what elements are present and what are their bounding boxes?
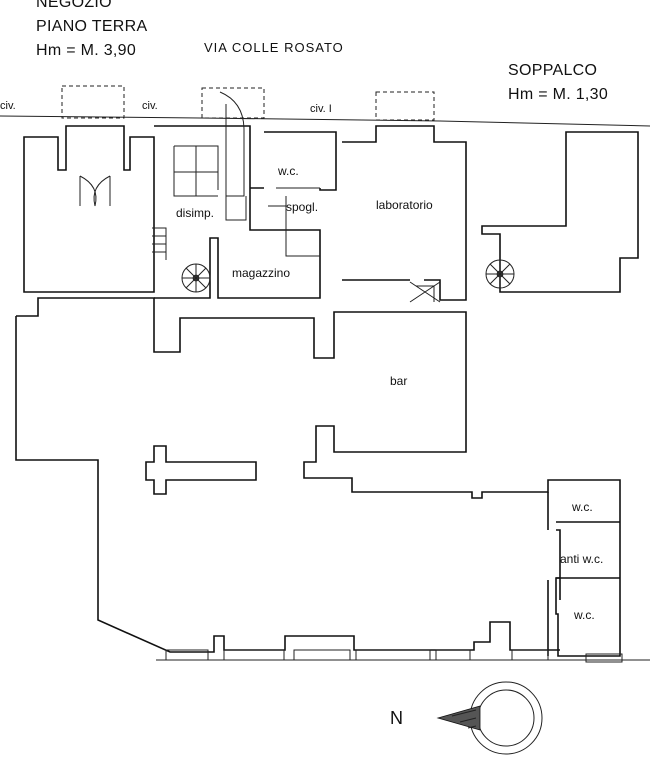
- entrance-projection: [201, 87, 265, 119]
- civ-label-1: civ.: [0, 100, 16, 112]
- partition-spogl: [268, 187, 320, 257]
- entrance-projection: [375, 91, 435, 121]
- room-label-magazzino: magazzino: [232, 266, 291, 280]
- room-label-wc: w.c.: [278, 164, 299, 178]
- compass-outer-ring: [469, 681, 543, 755]
- wall-soppalco: [481, 131, 639, 293]
- soppalco-title: SOPPALCO: [508, 62, 598, 79]
- wall-main-hall: [15, 297, 621, 657]
- corridor-door: [219, 91, 247, 221]
- room-label-disimp: disimp.: [176, 206, 215, 220]
- spiral-stair-soppalco-steps: [486, 260, 514, 288]
- street-line: [0, 115, 650, 127]
- compass-inner-ring: [477, 689, 535, 747]
- north-label: N: [390, 708, 403, 728]
- room-label-bar: bar: [390, 374, 408, 388]
- stair-flight: [173, 145, 219, 197]
- room-label-wc-lower: w.c.: [574, 608, 595, 622]
- room-label-anti-wc: anti w.c.: [560, 552, 604, 566]
- wall-wc-block: [547, 492, 620, 656]
- laboratorio-door: [409, 281, 441, 303]
- title-line-1: NEGOZIO: [36, 0, 112, 11]
- entrance-projection: [61, 85, 125, 119]
- soppalco-height: Hm = M. 1,30: [508, 86, 609, 103]
- entrance-door: [79, 175, 111, 207]
- wall-shopfront-left: [23, 125, 155, 293]
- spiral-stair-steps: [182, 264, 210, 292]
- column-block: [145, 445, 257, 495]
- room-label-laboratorio: laboratorio: [376, 198, 433, 212]
- room-label-spogl: spogl.: [286, 200, 319, 214]
- stair-steps: [152, 227, 167, 260]
- compass-pointer-hatch: [451, 709, 477, 729]
- wall-laboratorio: [342, 125, 467, 301]
- title-line-2: PIANO TERRA: [36, 18, 148, 35]
- civ-label-3: civ. I: [310, 103, 332, 115]
- civ-label-2: civ.: [142, 100, 158, 112]
- street-name: VIA COLLE ROSATO: [204, 40, 344, 55]
- room-label-wc-upper: w.c.: [572, 500, 593, 514]
- title-line-3: Hm = M. 3,90: [36, 42, 137, 59]
